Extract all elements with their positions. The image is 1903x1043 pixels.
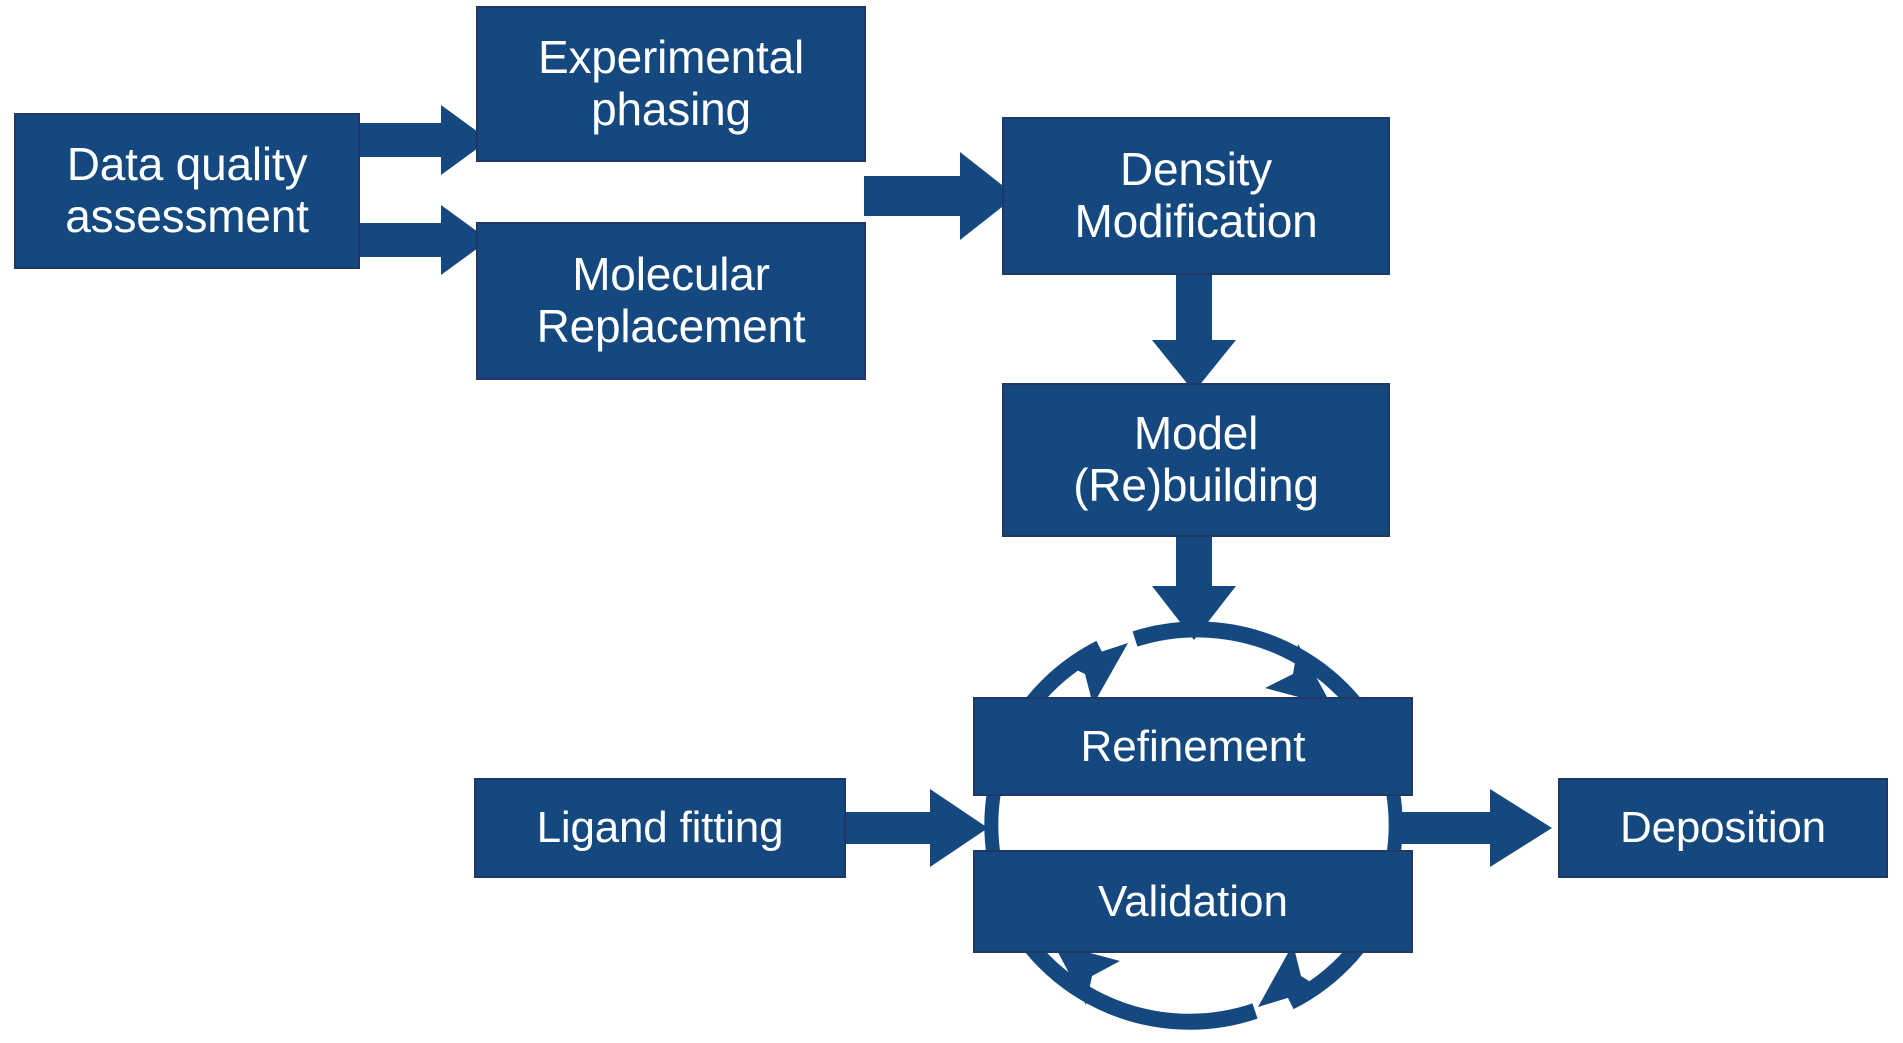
- cycle-ring-right-segment: [1386, 790, 1403, 860]
- node-data-quality-assessment[interactable]: Data quality assessment: [14, 113, 360, 269]
- node-deposition[interactable]: Deposition: [1558, 778, 1888, 878]
- arrow-cycle-to-deposition: [1400, 789, 1552, 867]
- arrow-dq-to-experimental-phasing: [358, 105, 489, 175]
- node-model-rebuilding[interactable]: Model (Re)building: [1002, 383, 1390, 537]
- node-molecular-replacement[interactable]: Molecular Replacement: [476, 222, 866, 380]
- arrow-ligand-fitting-to-cycle: [846, 789, 988, 867]
- node-ligand-fitting[interactable]: Ligand fitting: [474, 778, 846, 878]
- arrow-phasing-to-density-modification: [864, 152, 1016, 240]
- arrow-dq-to-molecular-replacement: [358, 205, 489, 275]
- cycle-ring-left-segment: [984, 790, 1001, 860]
- arrow-density-modification-to-model-rebuilding: [1152, 273, 1236, 392]
- node-refinement[interactable]: Refinement: [973, 697, 1413, 796]
- arrow-model-rebuilding-to-cycle: [1152, 534, 1236, 640]
- node-density-modification[interactable]: Density Modification: [1002, 117, 1390, 275]
- node-validation[interactable]: Validation: [973, 850, 1413, 953]
- node-experimental-phasing[interactable]: Experimental phasing: [476, 6, 866, 162]
